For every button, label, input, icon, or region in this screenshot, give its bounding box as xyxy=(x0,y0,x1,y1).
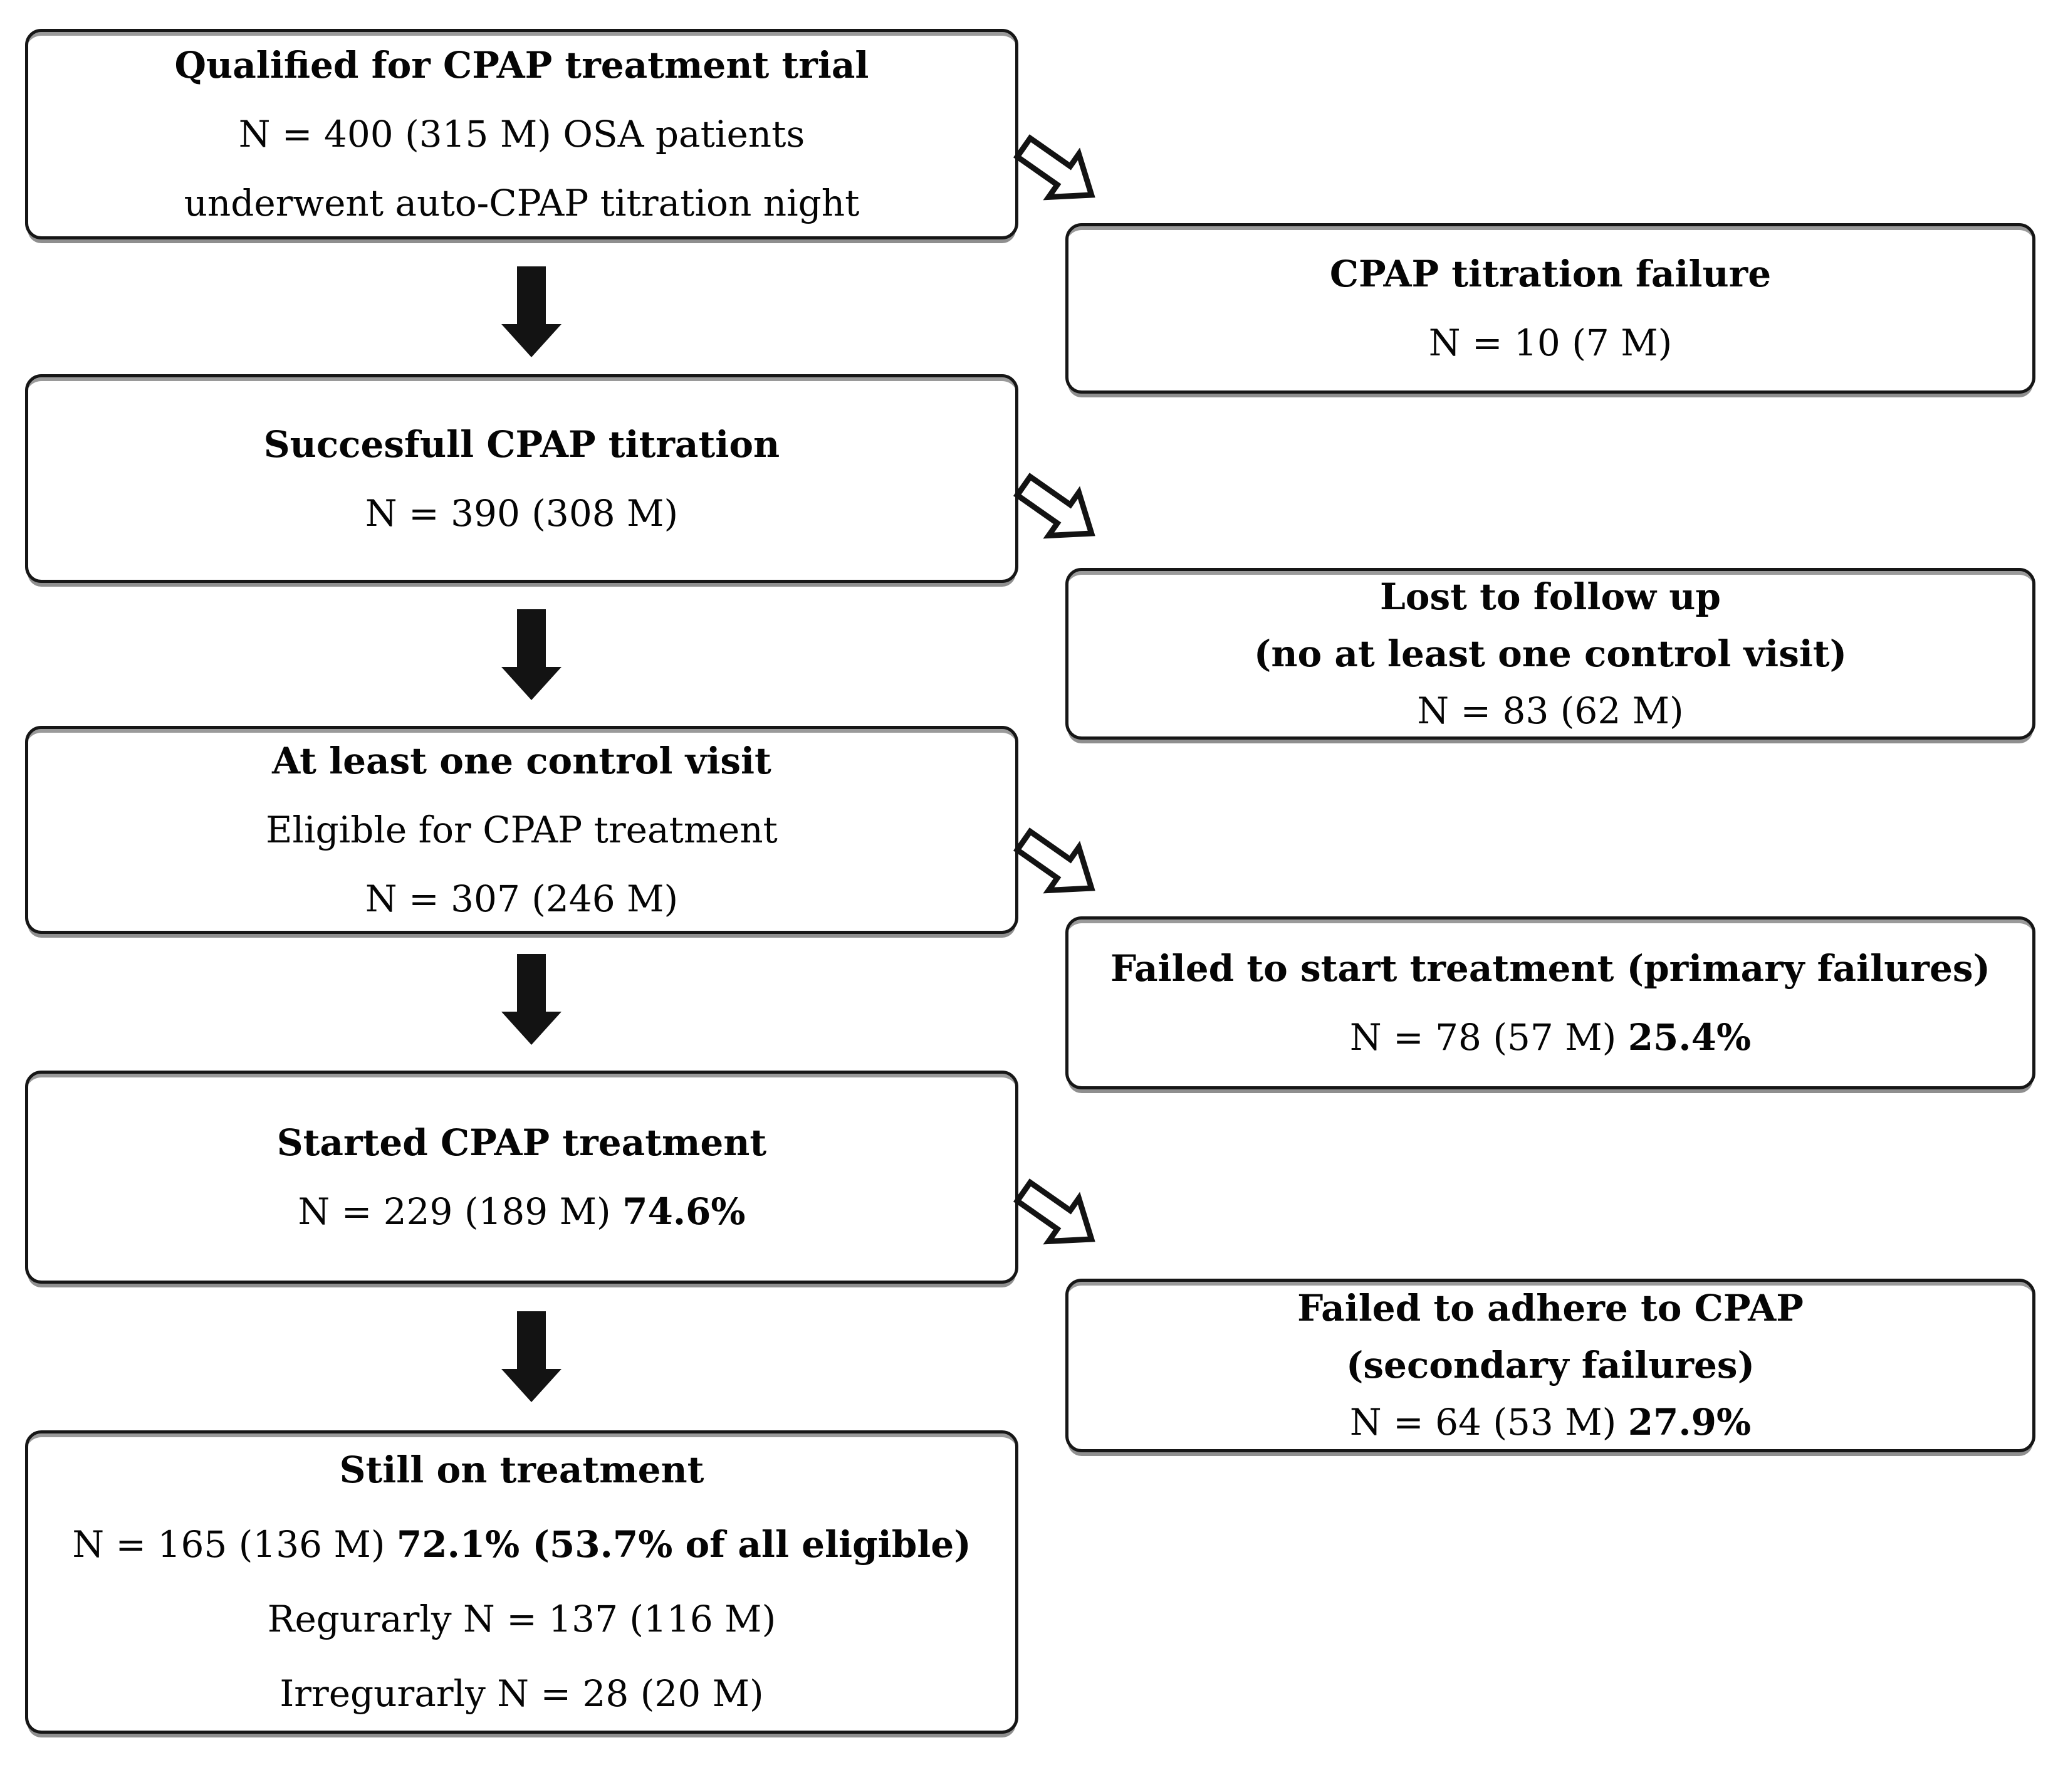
node-text-segment: N = 165 (136 M) xyxy=(72,1523,397,1566)
down-arrow-icon xyxy=(501,609,562,700)
node-text: Eligible for CPAP treatment xyxy=(266,809,778,851)
node-title: Succesfull CPAP titration xyxy=(263,422,780,466)
flow-node-primary-failures: Failed to start treatment (primary failu… xyxy=(1065,916,2035,1089)
node-text: N = 64 (53 M) 27.9% xyxy=(1350,1394,1751,1451)
flow-node-started-treatment: Started CPAP treatment N = 229 (189 M) 7… xyxy=(25,1071,1018,1284)
flow-node-qualified: Qualified for CPAP treatment trial N = 4… xyxy=(25,29,1018,239)
flow-node-titration-failure: CPAP titration failure N = 10 (7 M) xyxy=(1065,223,2035,394)
branch-arrow-icon xyxy=(1013,473,1095,539)
node-title: CPAP titration failure xyxy=(1329,253,1772,295)
node-title: Still on treatment xyxy=(339,1449,704,1491)
node-text-segment: N = 229 (189 M) xyxy=(298,1190,623,1233)
node-text-segment: N = 64 (53 M) xyxy=(1349,1401,1628,1444)
down-arrow-icon xyxy=(501,266,562,357)
down-arrow-icon xyxy=(501,954,562,1045)
node-title: Started CPAP treatment xyxy=(276,1121,767,1164)
node-text: N = 390 (308 M) xyxy=(365,491,679,535)
node-title: At least one control visit xyxy=(272,740,771,782)
flow-node-successful-titration: Succesfull CPAP titration N = 390 (308 M… xyxy=(25,374,1018,583)
node-text: N = 78 (57 M) 25.4% xyxy=(1350,1003,1751,1072)
node-text-segment-bold: 72.1% (53.7% of all eligible) xyxy=(396,1523,971,1566)
node-text: N = 83 (62 M) xyxy=(1417,689,1684,732)
node-text: N = 400 (315 M) OSA patients xyxy=(238,113,805,155)
node-title: Failed to adhere to CPAP xyxy=(1297,1287,1804,1329)
flow-node-lost-to-follow-up: Lost to follow up (no at least one contr… xyxy=(1065,568,2035,740)
node-text-segment: N = 78 (57 M) xyxy=(1349,1016,1628,1059)
node-text-segment-bold: 27.9% xyxy=(1627,1401,1752,1444)
node-text: N = 10 (7 M) xyxy=(1428,322,1673,364)
flow-node-control-visit: At least one control visit Eligible for … xyxy=(25,726,1018,934)
node-text: underwent auto-CPAP titration night xyxy=(184,182,860,224)
branch-arrow-icon xyxy=(1013,827,1095,894)
node-text-segment-bold: 25.4% xyxy=(1627,1016,1752,1059)
branch-arrow-icon xyxy=(1013,1178,1095,1245)
down-arrow-icon xyxy=(501,1311,562,1402)
node-text: N = 307 (246 M) xyxy=(365,878,679,920)
node-text: Regurarly N = 137 (116 M) xyxy=(267,1598,776,1640)
node-text: (no at least one control visit) xyxy=(1253,632,1847,675)
branch-arrow-icon xyxy=(1013,134,1095,201)
flow-node-secondary-failures: Failed to adhere to CPAP (secondary fail… xyxy=(1065,1279,2035,1452)
node-title: Failed to start treatment (primary failu… xyxy=(1110,947,1990,990)
node-text: Irregurarly N = 28 (20 M) xyxy=(279,1672,764,1715)
node-text: N = 229 (189 M) 74.6% xyxy=(298,1177,746,1246)
flow-node-still-on-treatment: Still on treatment N = 165 (136 M) 72.1%… xyxy=(25,1430,1018,1734)
node-text: N = 165 (136 M) 72.1% (53.7% of all elig… xyxy=(72,1507,971,1582)
node-text-segment-bold: 74.6% xyxy=(622,1190,746,1233)
node-text: (secondary failures) xyxy=(1345,1344,1755,1386)
node-title: Qualified for CPAP treatment trial xyxy=(174,44,869,86)
node-title: Lost to follow up xyxy=(1379,575,1721,618)
